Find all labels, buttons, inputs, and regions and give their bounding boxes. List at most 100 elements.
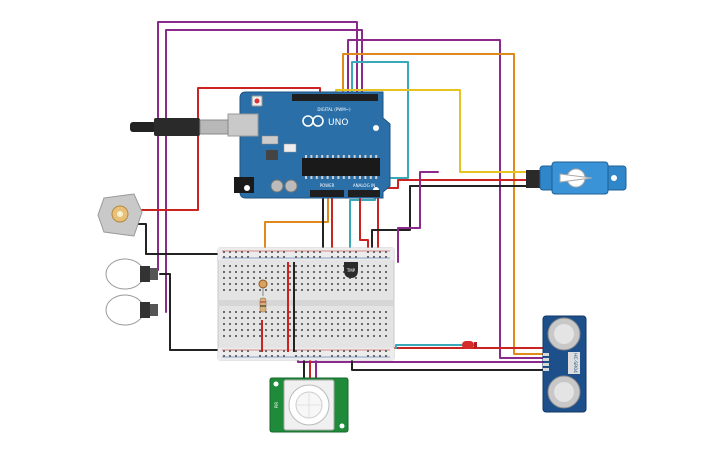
- breadboard-hole: [283, 317, 285, 319]
- breadboard-hole: [301, 277, 303, 279]
- breadboard-hole: [355, 277, 357, 279]
- breadboard-hole: [307, 265, 309, 267]
- breadboard-hole: [379, 323, 381, 325]
- breadboard-hole: [289, 329, 291, 331]
- breadboard-hole: [319, 265, 321, 267]
- breadboard-hole: [349, 283, 351, 285]
- breadboard-hole: [295, 335, 297, 337]
- breadboard-hole: [289, 277, 291, 279]
- breadboard-hole: [385, 283, 387, 285]
- breadboard-hole: [253, 271, 255, 273]
- wire-cyan-1: [349, 61, 409, 271]
- breadboard-hole: [241, 271, 243, 273]
- rail-hole: [349, 350, 351, 352]
- chip-pin: [310, 155, 313, 158]
- chip-pins: [305, 155, 378, 179]
- rail-hole: [373, 350, 375, 352]
- breadboard-hole: [271, 271, 273, 273]
- breadboard-hole: [241, 317, 243, 319]
- rail-hole: [355, 350, 357, 352]
- breadboard-hole: [337, 329, 339, 331]
- rail-hole: [379, 251, 381, 253]
- breadboard-hole: [253, 289, 255, 291]
- breadboard-hole: [361, 311, 363, 313]
- breadboard-hole: [289, 335, 291, 337]
- breadboard-hole: [349, 277, 351, 279]
- chip-pin: [315, 155, 318, 158]
- breadboard-hole: [367, 271, 369, 273]
- breadboard-hole: [379, 277, 381, 279]
- rail-hole: [259, 251, 261, 253]
- breadboard-hole: [343, 289, 345, 291]
- chip-pin: [375, 176, 378, 179]
- breadboard-hole: [241, 289, 243, 291]
- breadboard-hole: [235, 289, 237, 291]
- breadboard-hole: [241, 335, 243, 337]
- rail-hole: [241, 256, 243, 258]
- breadboard-hole: [295, 277, 297, 279]
- breadboard: [217, 247, 395, 361]
- rail-hole: [385, 251, 387, 253]
- breadboard-hole: [241, 323, 243, 325]
- rail-hole: [241, 251, 243, 253]
- chip-pin: [342, 155, 345, 158]
- breadboard-hole: [355, 317, 357, 319]
- breadboard-hole: [223, 329, 225, 331]
- rail-hole: [343, 251, 345, 253]
- breadboard-hole: [253, 277, 255, 279]
- breadboard-hole: [271, 317, 273, 319]
- breadboard-hole: [271, 265, 273, 267]
- breadboard-hole: [253, 329, 255, 331]
- rail-hole: [385, 256, 387, 258]
- breadboard-hole: [355, 335, 357, 337]
- breadboard-hole: [301, 265, 303, 267]
- chip-pin: [305, 155, 307, 158]
- digital-header-label: DIGITAL (PWM~): [317, 107, 351, 112]
- rail-hole: [247, 350, 249, 352]
- breadboard-hole: [361, 335, 363, 337]
- rail-hole: [331, 350, 333, 352]
- breadboard-hole: [313, 323, 315, 325]
- breadboard-hole: [337, 283, 339, 285]
- breadboard-hole: [235, 335, 237, 337]
- breadboard-hole: [271, 277, 273, 279]
- breadboard-hole: [373, 317, 375, 319]
- breadboard-hole: [241, 283, 243, 285]
- breadboard-hole: [361, 283, 363, 285]
- ultrasonic-pin: [543, 353, 549, 356]
- breadboard-hole: [235, 271, 237, 273]
- breadboard-hole: [265, 317, 267, 319]
- breadboard-hole: [379, 311, 381, 313]
- breadboard-hole: [355, 283, 357, 285]
- breadboard-hole: [379, 329, 381, 331]
- chip-pin: [321, 155, 324, 158]
- breadboard-hole: [247, 329, 249, 331]
- chip-pin: [337, 155, 340, 158]
- rail-hole: [379, 350, 381, 352]
- rail-hole: [373, 256, 375, 258]
- breadboard-hole: [289, 317, 291, 319]
- power-header-label: POWER: [320, 183, 335, 188]
- rail-hole: [349, 355, 351, 357]
- breadboard-hole: [367, 265, 369, 267]
- breadboard-hole: [319, 289, 321, 291]
- breadboard-hole: [343, 317, 345, 319]
- rail-hole: [355, 355, 357, 357]
- breadboard-hole: [361, 277, 363, 279]
- breadboard-hole: [307, 323, 309, 325]
- rail-hole: [313, 355, 315, 357]
- breadboard-hole: [373, 335, 375, 337]
- breadboard-hole: [385, 317, 387, 319]
- rail-hole: [295, 355, 297, 357]
- usb-cable: [130, 118, 229, 136]
- rail-hole: [259, 350, 261, 352]
- wire-black-bulb: [159, 273, 226, 351]
- breadboard-hole: [301, 311, 303, 313]
- breadboard-hole: [229, 317, 231, 319]
- breadboard-hole: [313, 265, 315, 267]
- ultrasonic-pin: [543, 363, 549, 366]
- breadboard-hole: [235, 265, 237, 267]
- breadboard-hole: [343, 329, 345, 331]
- breadboard-holes: [223, 251, 387, 357]
- breadboard-hole: [331, 283, 333, 285]
